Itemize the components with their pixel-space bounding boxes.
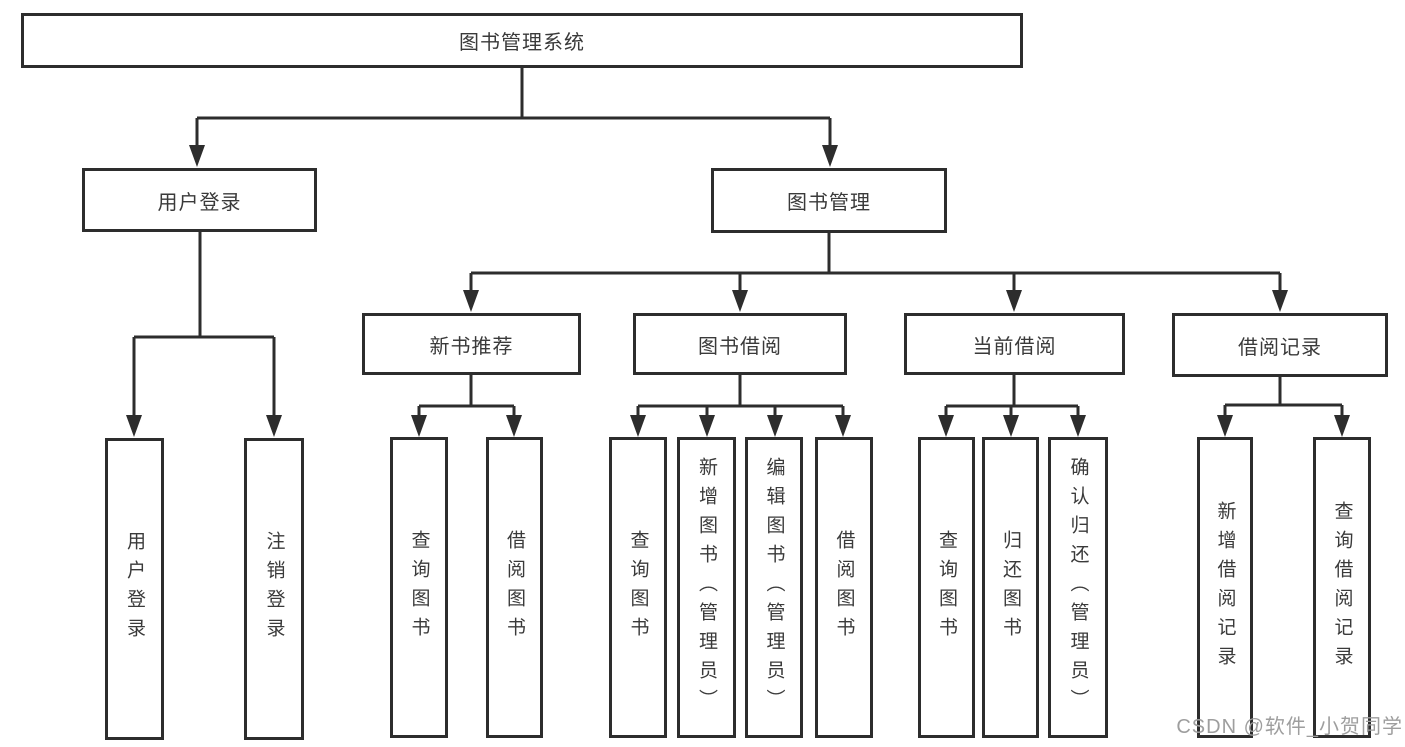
leaf-label: 查询图书 bbox=[408, 529, 430, 646]
connector-user-login-subtree bbox=[132, 232, 276, 418]
node-user-login: 用户登录 bbox=[82, 168, 317, 232]
leaf-query-books: 查询图书 bbox=[609, 437, 667, 738]
leaf-label: 新增借阅记录 bbox=[1214, 500, 1236, 675]
arrow-down-icon bbox=[126, 415, 1350, 437]
node-label: 当前借阅 bbox=[972, 335, 1057, 358]
node-book-management: 图书管理 bbox=[711, 168, 947, 233]
node-library-management-system: 图书管理系统 bbox=[21, 13, 1023, 68]
connector-root-to-level2 bbox=[195, 68, 832, 148]
leaf-confirm-return-admin: 确认归还（管理员） bbox=[1048, 437, 1108, 738]
csdn-watermark: CSDN @软件_小贺同学 bbox=[1176, 716, 1403, 738]
node-book-borrowing: 图书借阅 bbox=[633, 313, 847, 375]
node-label: 新书推荐 bbox=[429, 335, 514, 358]
connector-book-management-to-level3 bbox=[469, 233, 1282, 293]
arrow-down-icon bbox=[189, 145, 838, 167]
leaf-label: 新增图书（管理员） bbox=[696, 457, 717, 718]
node-current-borrowing: 当前借阅 bbox=[904, 313, 1125, 375]
leaf-query-borrow-record: 查询借阅记录 bbox=[1313, 437, 1371, 738]
leaf-label: 查询借阅记录 bbox=[1331, 500, 1353, 675]
leaf-return-books: 归还图书 bbox=[982, 437, 1039, 738]
node-label: 借阅记录 bbox=[1238, 336, 1322, 359]
leaf-label: 查询图书 bbox=[936, 529, 957, 646]
leaf-label: 归还图书 bbox=[1000, 529, 1021, 646]
leaf-edit-books-admin: 编辑图书（管理员） bbox=[745, 437, 803, 738]
node-label: 图书借阅 bbox=[698, 335, 782, 358]
node-label: 用户登录 bbox=[157, 191, 242, 214]
leaf-label: 借阅图书 bbox=[504, 529, 525, 646]
leaf-label: 编辑图书（管理员） bbox=[763, 457, 785, 718]
arrow-down-icon bbox=[463, 290, 1288, 312]
leaf-user-login: 用户登录 bbox=[105, 438, 164, 740]
node-new-book-recommend: 新书推荐 bbox=[362, 313, 581, 375]
leaf-label: 借阅图书 bbox=[833, 529, 855, 646]
leaf-query-books: 查询图书 bbox=[918, 437, 975, 738]
leaf-add-books-admin: 新增图书（管理员） bbox=[677, 437, 736, 738]
connector-current-borrowing-subtree bbox=[944, 375, 1080, 418]
node-label: 图书管理 bbox=[787, 192, 871, 214]
leaf-label: 用户登录 bbox=[124, 531, 145, 647]
leaf-label: 查询图书 bbox=[627, 529, 649, 646]
node-borrowing-records: 借阅记录 bbox=[1172, 313, 1388, 377]
leaf-borrow-books: 借阅图书 bbox=[815, 437, 873, 738]
leaf-add-borrow-record: 新增借阅记录 bbox=[1197, 437, 1253, 738]
leaf-borrow-books: 借阅图书 bbox=[486, 437, 543, 738]
leaf-query-books: 查询图书 bbox=[390, 437, 448, 738]
node-label: 图书管理系统 bbox=[459, 32, 585, 54]
leaf-label: 确认归还（管理员） bbox=[1067, 457, 1089, 718]
leaf-logout: 注销登录 bbox=[244, 438, 304, 740]
leaf-label: 注销登录 bbox=[263, 531, 285, 647]
connector-new-book-recommend-subtree bbox=[417, 375, 516, 418]
connector-borrowing-records-subtree bbox=[1223, 377, 1344, 418]
connector-book-borrowing-subtree bbox=[636, 375, 845, 418]
